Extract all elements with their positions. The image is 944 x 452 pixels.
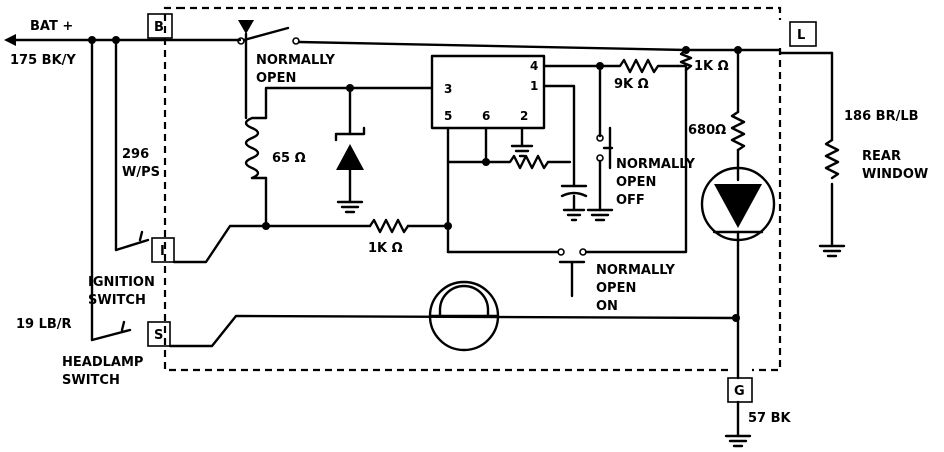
- wire-57-label: 57 BK: [748, 411, 792, 426]
- battery-arrow-icon: [4, 34, 16, 46]
- ic-pin-2: 2: [520, 109, 528, 123]
- rear-window-resistor: [824, 138, 840, 180]
- resistor-9k: [598, 58, 680, 74]
- ground-icon: [586, 208, 614, 222]
- pin6-resistor: [484, 154, 572, 170]
- on-switch-contact: [557, 248, 565, 256]
- ground-icon: [818, 244, 846, 258]
- headlamp-switch-label: HEADLAMP: [62, 355, 143, 370]
- pin1-wire: [542, 84, 576, 188]
- ground-icon: [510, 144, 534, 158]
- resistor-1k-top: [679, 48, 693, 72]
- terminal-i-box: [151, 237, 175, 263]
- bulb-filament: [438, 284, 490, 318]
- terminal-g-box: [727, 377, 753, 403]
- on-switch-button: [558, 260, 586, 298]
- relay-blade: [242, 26, 290, 42]
- relay-no-label: NORMALLY: [256, 53, 335, 68]
- wire-296-color: W/PS: [122, 165, 160, 180]
- ground-icon: [724, 434, 752, 448]
- headlamp-switch-label-2: SWITCH: [62, 373, 120, 388]
- ic-pin-4: 4: [530, 59, 538, 73]
- off-switch-label-3: OFF: [616, 193, 645, 208]
- bat-label: BAT +: [30, 19, 73, 34]
- terminal-b-label: B: [154, 20, 164, 35]
- indicator-diode-icon: [714, 184, 762, 228]
- wire-175-label: 175 BK/Y: [10, 53, 76, 68]
- terminal-i-label: I: [160, 244, 165, 259]
- relay-actuator-icon: [238, 20, 254, 34]
- rear-window-label: REAR: [862, 149, 901, 164]
- terminal-g-label: G: [734, 384, 745, 399]
- on-switch-label-2: OPEN: [596, 281, 636, 296]
- diode-bar: [334, 126, 366, 142]
- capacitor-icon: [560, 184, 588, 222]
- module-boundary: [163, 6, 782, 372]
- diode-icon: [336, 144, 364, 170]
- ignition-switch-mark: [138, 230, 144, 242]
- control-ic: [430, 54, 546, 130]
- coil-top-wire: [264, 86, 434, 120]
- ic-pin-6: 6: [482, 109, 490, 123]
- relay-no-label-2: OPEN: [256, 71, 296, 86]
- off-switch-label-2: OPEN: [616, 175, 656, 190]
- relay-contact: [292, 37, 300, 45]
- resistor-1k-top-label: 1K Ω: [694, 59, 729, 74]
- resistor-680-label: 680Ω: [688, 123, 726, 138]
- headlamp-switch-blade: [90, 328, 132, 342]
- resistor-1k-mid-label: 1K Ω: [368, 241, 403, 256]
- wire-186-label: 186 BR/LB: [844, 109, 919, 124]
- wire-296-label: 296: [122, 147, 149, 162]
- coil-resistance-label: 65 Ω: [272, 151, 306, 166]
- terminal-l-label: L: [797, 28, 805, 43]
- resistor-680: [730, 110, 746, 152]
- terminal-s-box: [147, 321, 171, 347]
- off-switch-label: NORMALLY: [616, 157, 695, 172]
- terminal-l-box: [789, 21, 817, 47]
- ic-pin-3: 3: [444, 82, 452, 96]
- headlamp-switch-mark: [120, 320, 126, 332]
- resistor-9k-label: 9K Ω: [614, 77, 649, 92]
- ignition-switch-label: IGNITION: [88, 275, 155, 290]
- ic-pin-1: 1: [530, 79, 538, 93]
- relay-output-wire: [297, 40, 688, 52]
- ignition-feed: [172, 224, 268, 264]
- off-switch-button: [602, 126, 614, 170]
- ignition-switch-label-2: SWITCH: [88, 293, 146, 308]
- terminal-s-label: S: [154, 328, 163, 343]
- ground-icon: [336, 200, 364, 214]
- ignition-switch-blade: [114, 238, 150, 252]
- headlamp-feed: [168, 314, 738, 348]
- on-switch-label-3: ON: [596, 299, 618, 314]
- relay-coil: [244, 116, 268, 180]
- rear-window-label-2: WINDOW: [862, 167, 928, 182]
- wire-19-label: 19 LB/R: [16, 317, 72, 332]
- resistor-1k-mid: [368, 218, 410, 234]
- terminal-b-box: [147, 13, 173, 39]
- on-switch-label: NORMALLY: [596, 263, 675, 278]
- ic-pin-5: 5: [444, 109, 452, 123]
- on-switch-wire: [584, 64, 688, 254]
- off-switch-contact: [596, 134, 604, 142]
- junction-dot: [732, 314, 740, 322]
